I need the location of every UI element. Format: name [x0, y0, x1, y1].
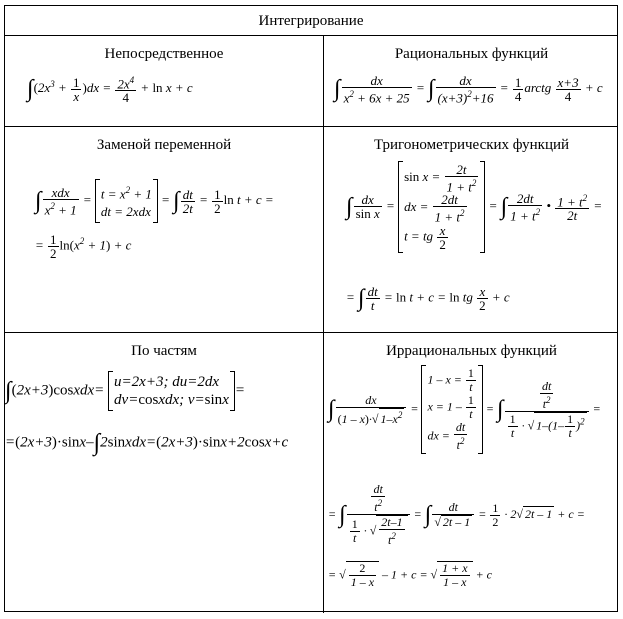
cell-title-substitution: Заменой переменной — [96, 137, 232, 153]
cell-title-parts: По частям — [131, 343, 197, 359]
row-divider-1 — [5, 126, 617, 127]
row-divider-2 — [5, 332, 617, 333]
table-header: Интегрирование — [5, 6, 617, 36]
column-divider — [323, 36, 324, 613]
cell-title-direct: Непосредственное — [104, 46, 224, 62]
cell-title-irrational: Иррациональных функций — [386, 343, 557, 359]
cell-title-rational: Рациональных функций — [394, 46, 549, 62]
integration-table: Интегрирование Непосредственное ∫(2x3 + … — [4, 5, 619, 613]
cell-irrational: Иррациональных функций ∫dx(1 – x)·√1–x2 … — [324, 333, 619, 613]
cell-title-trig: Тригонометрических функций — [373, 137, 570, 153]
formula-parts-2: =(2x+3)·sinx–∫2sinxdx=(2x+3)·sinx+2cosx+… — [5, 430, 289, 456]
